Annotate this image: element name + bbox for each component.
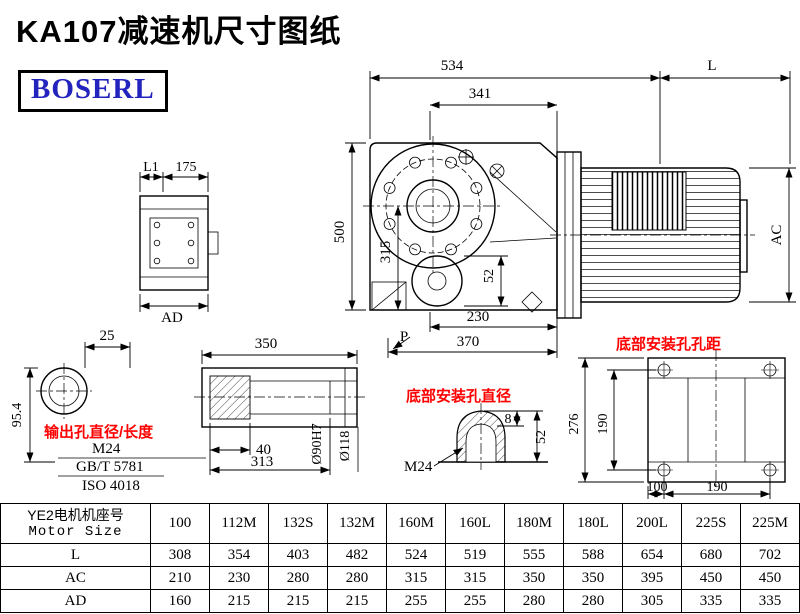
dimension-row-label: AD [0,589,151,613]
motor-size-column-header: 160M [386,503,446,544]
dimension-value-cell: 350 [504,566,564,590]
motor-size-column-header: 180L [563,503,623,544]
dimension-value-cell: 280 [563,589,623,613]
dimension-row-label: L [0,543,151,567]
dimension-value-cell: 215 [268,589,328,613]
dimension-value-cell: 160 [150,589,210,613]
motor-size-column-header: 132M [327,503,387,544]
motor-size-column-header: 225S [681,503,741,544]
motor-size-column-header: 225M [740,503,800,544]
main-view [363,136,558,313]
main-dimensions: 534 L 341 500 315 52 230 370 P [332,58,796,358]
dimension-value-cell: 305 [622,589,682,613]
dim-40: 40 [256,442,271,458]
mounting-hole-detail: 底部安装孔直径 8 52 M24 [404,387,549,475]
side-view: L1 175 AD [139,160,219,326]
dim-52: 52 [482,269,497,283]
dim-8: 8 [505,412,512,427]
standard-iso: ISO 4018 [82,478,140,494]
dim-100: 100 [647,480,668,495]
motor [550,151,755,319]
dim-190-vertical: 190 [596,414,611,435]
dimension-value-cell: 680 [681,543,741,567]
dimension-value-cell: 335 [681,589,741,613]
dimension-row-label: AC [0,566,151,590]
dimension-value-cell: 702 [740,543,800,567]
dim-25: 25 [100,328,115,344]
dim-ad: AD [161,310,183,326]
technical-drawing: L1 175 AD [10,58,796,499]
note-bottom-hole-spacing: 底部安装孔孔距 [616,335,721,353]
dimension-value-cell: 280 [327,566,387,590]
output-shaft-side-view: 350 40 313 Ø90H7 Ø118 [194,336,365,475]
dimension-value-cell: 350 [563,566,623,590]
motor-size-column-header: 112M [209,503,269,544]
dimension-value-cell: 215 [209,589,269,613]
dimension-value-cell: 555 [504,543,564,567]
dimension-value-cell: 524 [386,543,446,567]
dim-thread-m24: M24 [92,441,121,457]
dim-m24-hole: M24 [404,459,433,475]
standard-gb: GB/T 5781 [76,459,144,475]
dim-350: 350 [255,336,278,352]
dim-313: 313 [251,454,274,470]
dim-190-horizontal: 190 [707,480,728,495]
page-title: KA107减速机尺寸图纸 [16,14,342,49]
note-bottom-hole-diameter: 底部安装孔直径 [406,387,511,405]
dim-bore-diameter: Ø90H7 [310,423,325,464]
dimension-value-cell: 588 [563,543,623,567]
brand-logo-box: BOSERL [18,70,168,112]
dimension-value-cell: 255 [386,589,446,613]
dimension-value-cell: 450 [740,566,800,590]
motor-size-column-header: 200L [622,503,682,544]
dimension-value-cell: 654 [622,543,682,567]
dim-l1: L1 [143,160,159,175]
dimension-value-cell: 308 [150,543,210,567]
motor-size-column-header: 180M [504,503,564,544]
dimension-value-cell: 230 [209,566,269,590]
dim-370: 370 [457,334,480,350]
dim-315: 315 [378,241,394,264]
dim-95-4: 95.4 [10,403,25,428]
base-bottom-view: 底部安装孔孔距 276 190 [567,335,786,499]
dim-534: 534 [441,58,464,74]
dimension-value-cell: 280 [268,566,328,590]
dim-341: 341 [469,86,492,102]
dim-outer-diameter: Ø118 [338,431,353,462]
dimension-value-cell: 403 [268,543,328,567]
motor-size-column-header: 100 [150,503,210,544]
dim-276: 276 [567,414,582,435]
dimension-value-cell: 335 [740,589,800,613]
dimension-value-cell: 482 [327,543,387,567]
dim-500: 500 [332,221,348,244]
brand-text: BOSERL [31,73,155,105]
dim-230: 230 [467,309,490,325]
dimension-value-cell: 395 [622,566,682,590]
dim-52-hole: 52 [534,430,549,444]
dimension-value-cell: 215 [327,589,387,613]
dimension-value-cell: 255 [445,589,505,613]
dimension-value-cell: 450 [681,566,741,590]
dimension-value-cell: 315 [445,566,505,590]
dimension-value-cell: 280 [504,589,564,613]
motor-size-column-header: 160L [445,503,505,544]
dimension-value-cell: 519 [445,543,505,567]
dim-motor-length: L [707,58,716,74]
output-shaft-end-view: 25 95.4 输出孔直径/长度 M24 GB/T 5781 ISO 4018 [10,328,206,494]
dimension-value-cell: 210 [150,566,210,590]
dimension-value-cell: 354 [209,543,269,567]
dim-175: 175 [176,160,197,175]
note-output-hole: 输出孔直径/长度 [44,423,154,441]
dim-ac: AC [769,225,785,246]
motor-size-column-header: 132S [268,503,328,544]
dim-p-label: P [400,329,408,345]
dimension-value-cell: 315 [386,566,446,590]
